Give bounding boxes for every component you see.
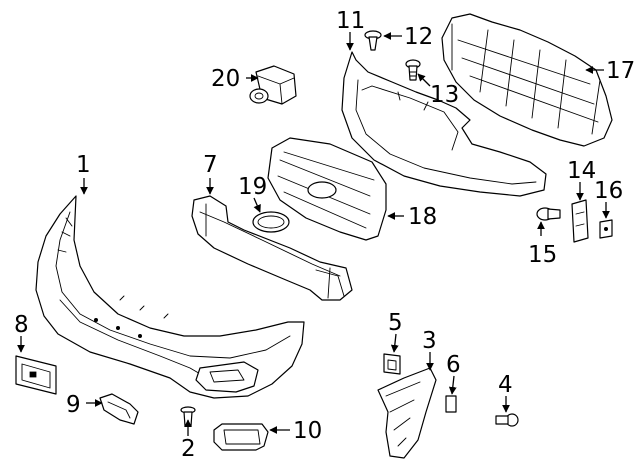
part-9-bracket — [99, 393, 139, 425]
part-1-bumper-cover — [35, 195, 305, 399]
part-18-grille — [267, 137, 387, 241]
part-5-clip — [383, 353, 401, 375]
part-12-push-clip — [364, 30, 382, 51]
leader-6 — [448, 375, 457, 395]
part-19-emblem — [252, 211, 290, 233]
part-14-strip-bracket — [571, 199, 589, 243]
callout-19: 19 — [238, 174, 267, 200]
callout-17: 17 — [606, 58, 635, 84]
callout-5: 5 — [388, 310, 403, 336]
callout-12: 12 — [404, 24, 433, 50]
leader-lines — [17, 32, 610, 436]
callout-6: 6 — [446, 352, 461, 378]
leader-5 — [390, 333, 399, 353]
callout-labels: 1 2 3 4 5 6 7 8 9 10 11 12 13 14 15 16 1… — [14, 8, 635, 462]
callout-18: 18 — [408, 204, 437, 230]
callout-7: 7 — [203, 152, 218, 178]
part-17-grille-reinforcement — [441, 13, 613, 147]
part-7-reinforcement-bar — [191, 195, 353, 301]
callout-11: 11 — [336, 8, 365, 34]
callout-15: 15 — [528, 242, 557, 268]
callout-9: 9 — [66, 392, 81, 418]
leader-13 — [417, 73, 431, 87]
part-3-side-bracket — [377, 367, 437, 459]
part-13-push-clip — [405, 59, 421, 81]
callout-20: 20 — [211, 66, 240, 92]
callout-4: 4 — [498, 372, 513, 398]
part-16-clip — [599, 219, 613, 239]
callout-14: 14 — [567, 158, 596, 184]
callout-2: 2 — [181, 436, 196, 462]
callout-8: 8 — [14, 312, 29, 338]
part-15-screw — [536, 207, 561, 221]
callout-13: 13 — [430, 82, 459, 108]
part-4-screw — [495, 413, 519, 427]
callout-1: 1 — [76, 152, 91, 178]
part-8-plate-bracket — [15, 355, 57, 395]
leader-19 — [253, 197, 261, 213]
part-20-sensor — [249, 65, 297, 105]
part-11-grille-frame — [341, 51, 547, 197]
callout-16: 16 — [594, 178, 623, 204]
callout-3: 3 — [422, 328, 437, 354]
part-6-clip — [445, 395, 457, 413]
callout-10: 10 — [293, 418, 322, 444]
part-10-fog-bezel — [213, 423, 269, 451]
